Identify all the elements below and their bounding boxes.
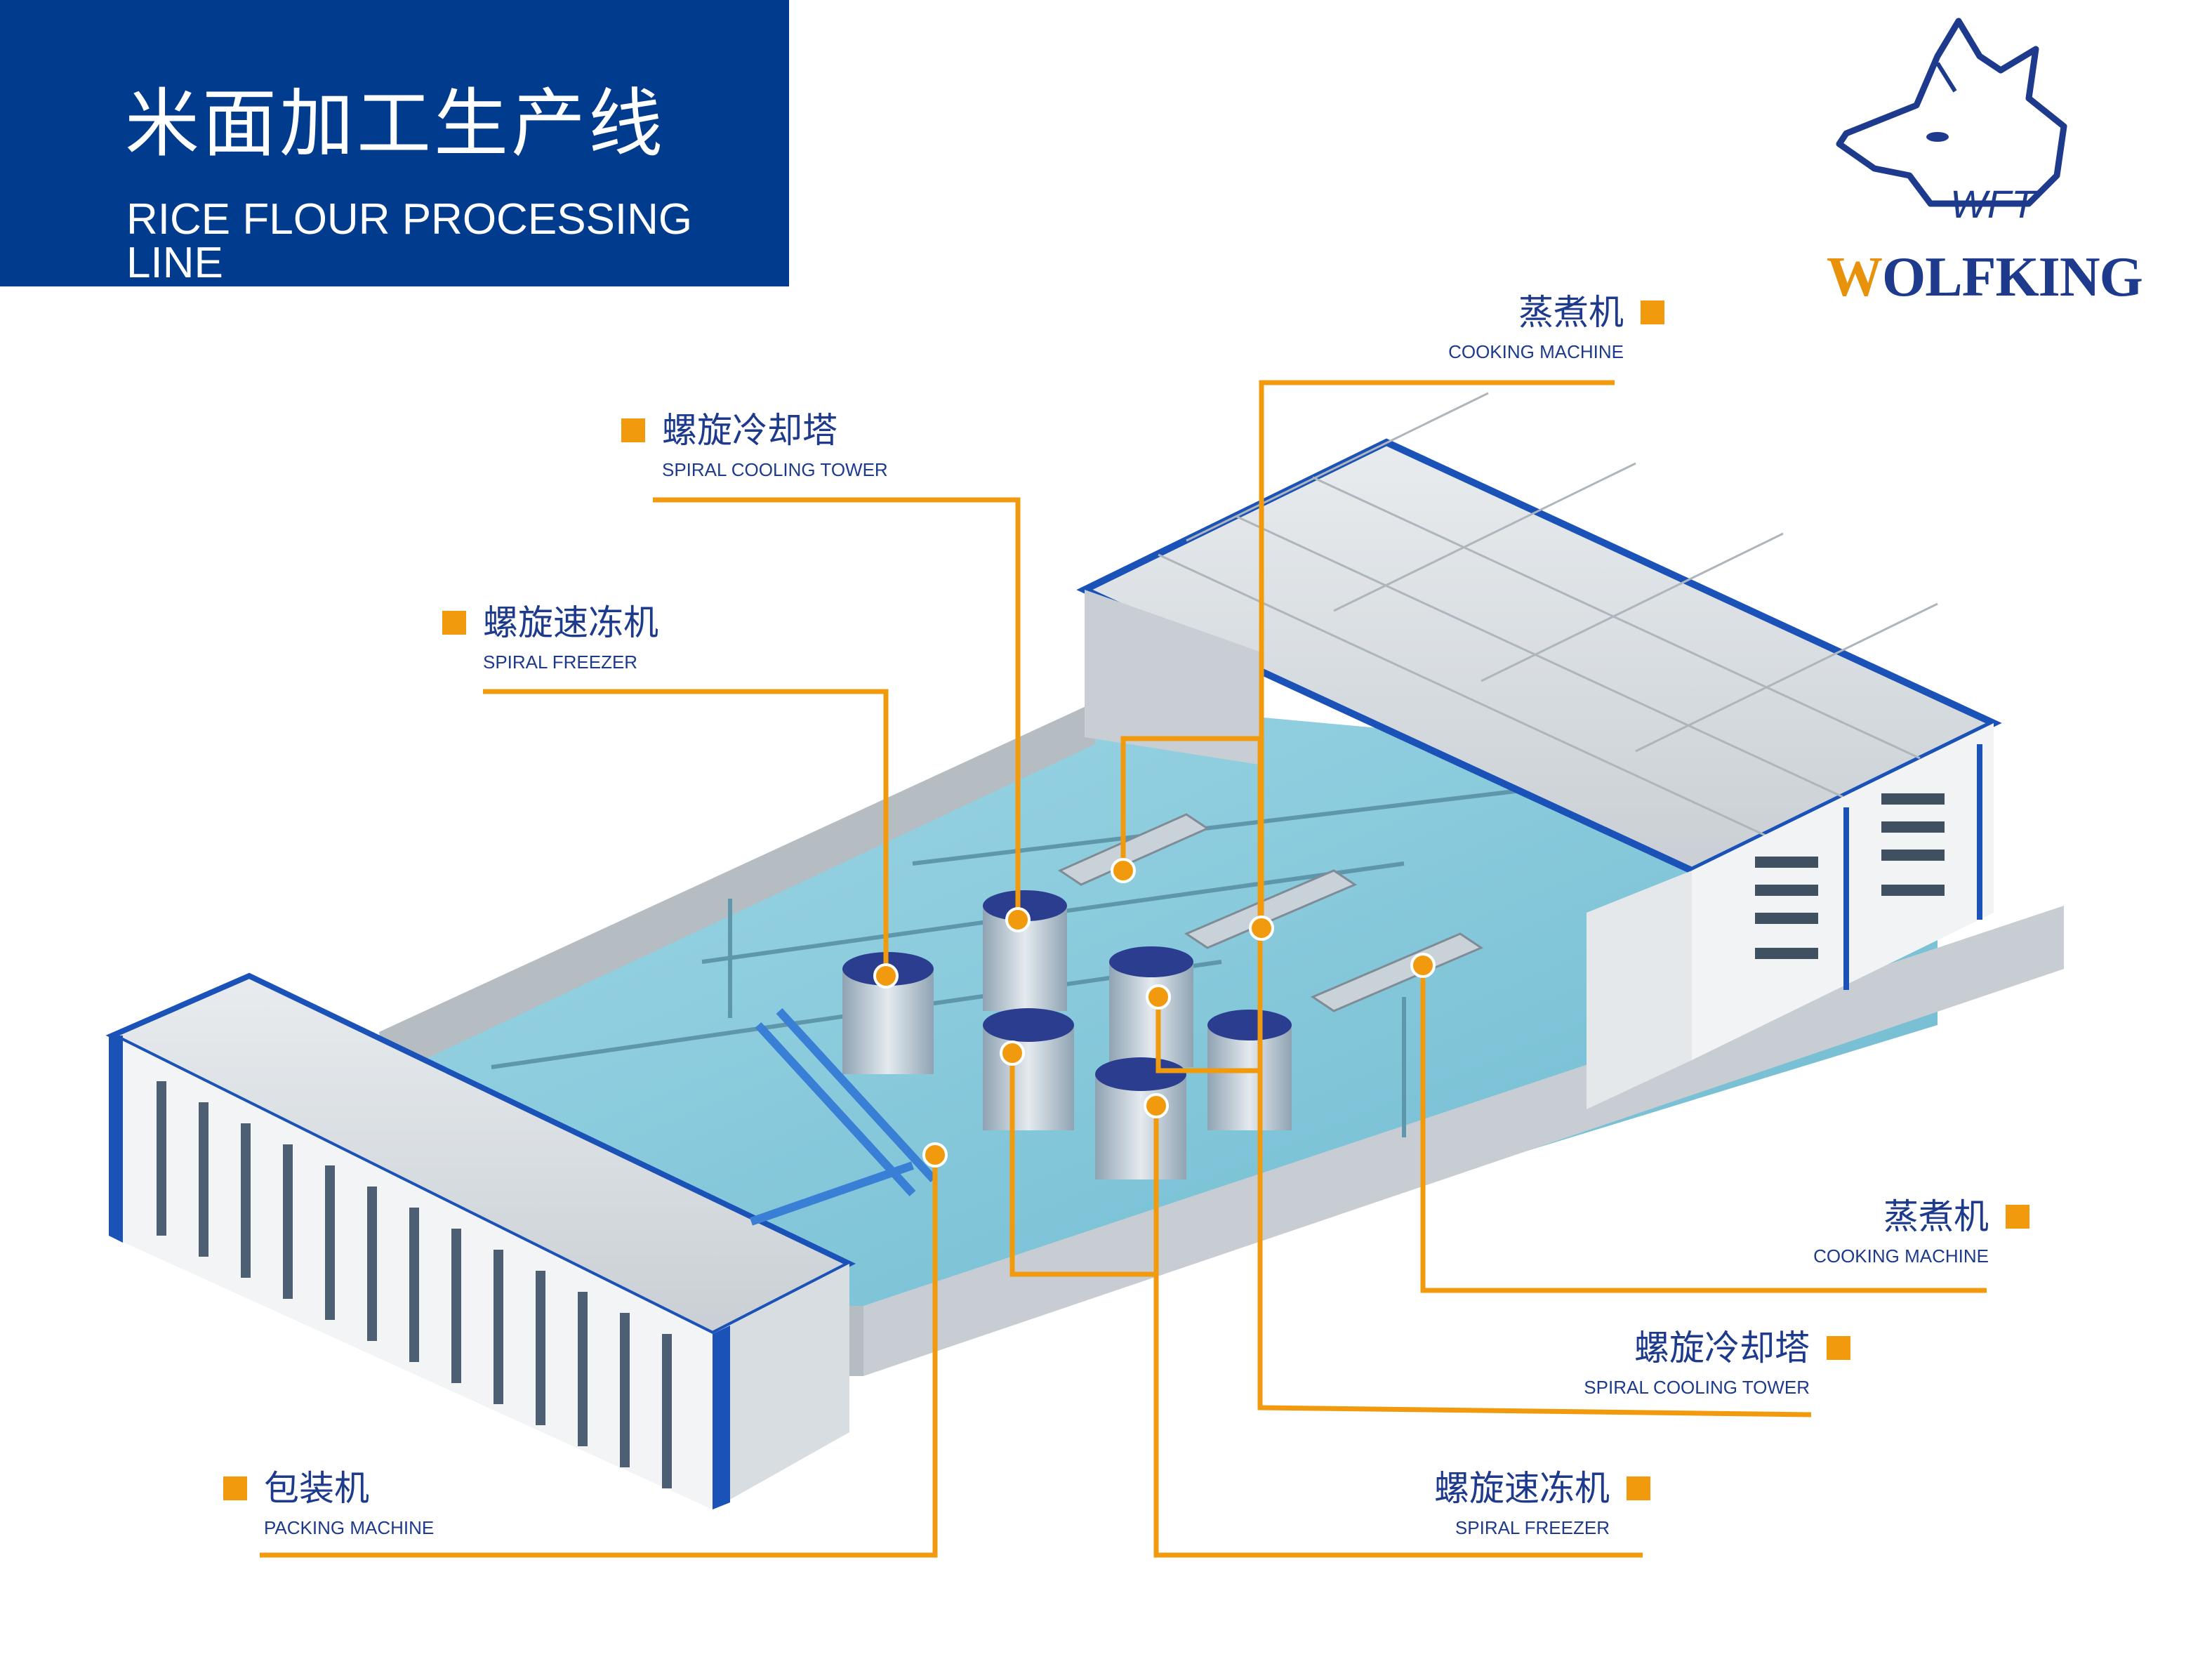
callout-cooking-right: 蒸煮机 COOKING MACHINE (1813, 1199, 2029, 1265)
marker-packing (922, 1142, 948, 1168)
callout-cn: 螺旋冷却塔 (1634, 1328, 1810, 1368)
callout-en: COOKING MACHINE (1448, 341, 1624, 362)
callout-marker-square (1641, 300, 1664, 324)
packing-conveyors (750, 1007, 937, 1226)
page-title-en: RICE FLOUR PROCESSING LINE (126, 195, 693, 287)
marker-cooling-top (1005, 907, 1031, 932)
callout-cooking-top: 蒸煮机 COOKING MACHINE (1448, 295, 1664, 361)
leader-freezer-bottom (1153, 1106, 1643, 1558)
brand-name: WOLFKING (1827, 249, 2143, 305)
rear-building-left-wall (1085, 590, 1264, 765)
leader-cooling-top (653, 497, 1021, 920)
callout-freezer-top: 螺旋速冻机 SPIRAL FREEZER (442, 605, 658, 671)
callout-en: PACKING MACHINE (264, 1517, 435, 1538)
leader-cooking-right (1420, 965, 1987, 1293)
front-building-side (713, 1264, 849, 1509)
callout-cn: 蒸煮机 (1883, 1196, 1989, 1237)
callout-cooling-top: 螺旋冷却塔 SPIRAL COOLING TOWER (621, 413, 888, 479)
marker-cooling-inner (1000, 1040, 1025, 1066)
marker-freezer-inner (1146, 984, 1171, 1010)
callout-packing: 包装机 PACKING MACHINE (223, 1471, 434, 1537)
callout-cn: 螺旋速冻机 (483, 602, 658, 643)
marker-cooling-right (1111, 858, 1136, 883)
front-building-windows (157, 1081, 672, 1488)
leader-cooling-right (1120, 736, 1812, 1417)
outer-wall-left (379, 702, 1095, 1074)
callout-en: SPIRAL FREEZER (1455, 1517, 1610, 1538)
callout-cooling-right: 螺旋冷却塔 SPIRAL COOLING TOWER (1584, 1330, 1850, 1396)
callout-freezer-bottom: 螺旋速冻机 SPIRAL FREEZER (1434, 1471, 1650, 1537)
callout-marker-square (1827, 1336, 1850, 1360)
logo-mark-text: WFT (1950, 182, 2038, 226)
callout-cn: 包装机 (264, 1468, 369, 1509)
leader-freezer-inner (1155, 997, 1260, 1073)
callout-en: SPIRAL FREEZER (483, 652, 638, 673)
marker-cooking-right (1410, 953, 1436, 978)
brand-name-initial: W (1827, 246, 1883, 308)
callout-en: SPIRAL COOLING TOWER (662, 459, 888, 480)
callout-marker-square (621, 418, 645, 442)
callout-marker-square (1627, 1476, 1650, 1500)
marker-cooking-top (1249, 916, 1274, 941)
leader-cooking-top (1259, 380, 1615, 928)
brand-name-rest: OLFKING (1882, 246, 2143, 308)
cooking-machines (1057, 813, 1484, 1012)
title-block: 米面加工生产线 RICE FLOUR PROCESSING LINE (0, 0, 789, 286)
callout-cn: 螺旋冷却塔 (662, 410, 837, 451)
callout-en: SPIRAL COOLING TOWER (1584, 1377, 1810, 1398)
callout-cn: 蒸煮机 (1518, 292, 1624, 333)
marker-freezer-bottom (1144, 1093, 1169, 1118)
spiral-towers (842, 890, 1292, 1179)
rear-building-front-wall (1692, 723, 1994, 1060)
leader-packing (260, 1155, 938, 1558)
callout-marker-square (2006, 1205, 2029, 1229)
callout-marker-square (442, 611, 466, 635)
leader-freezer-top (483, 689, 889, 976)
callout-marker-square (223, 1476, 247, 1500)
leader-cooling-inner (1009, 1053, 1158, 1277)
callout-cn: 螺旋速冻机 (1434, 1468, 1610, 1509)
page-title-cn: 米面加工生产线 (125, 81, 665, 167)
wolf-logo-icon: WFT (1836, 18, 2067, 226)
marker-freezer-top (873, 963, 899, 989)
rear-building-windows (1755, 793, 1945, 959)
callout-en: COOKING MACHINE (1813, 1245, 1989, 1267)
